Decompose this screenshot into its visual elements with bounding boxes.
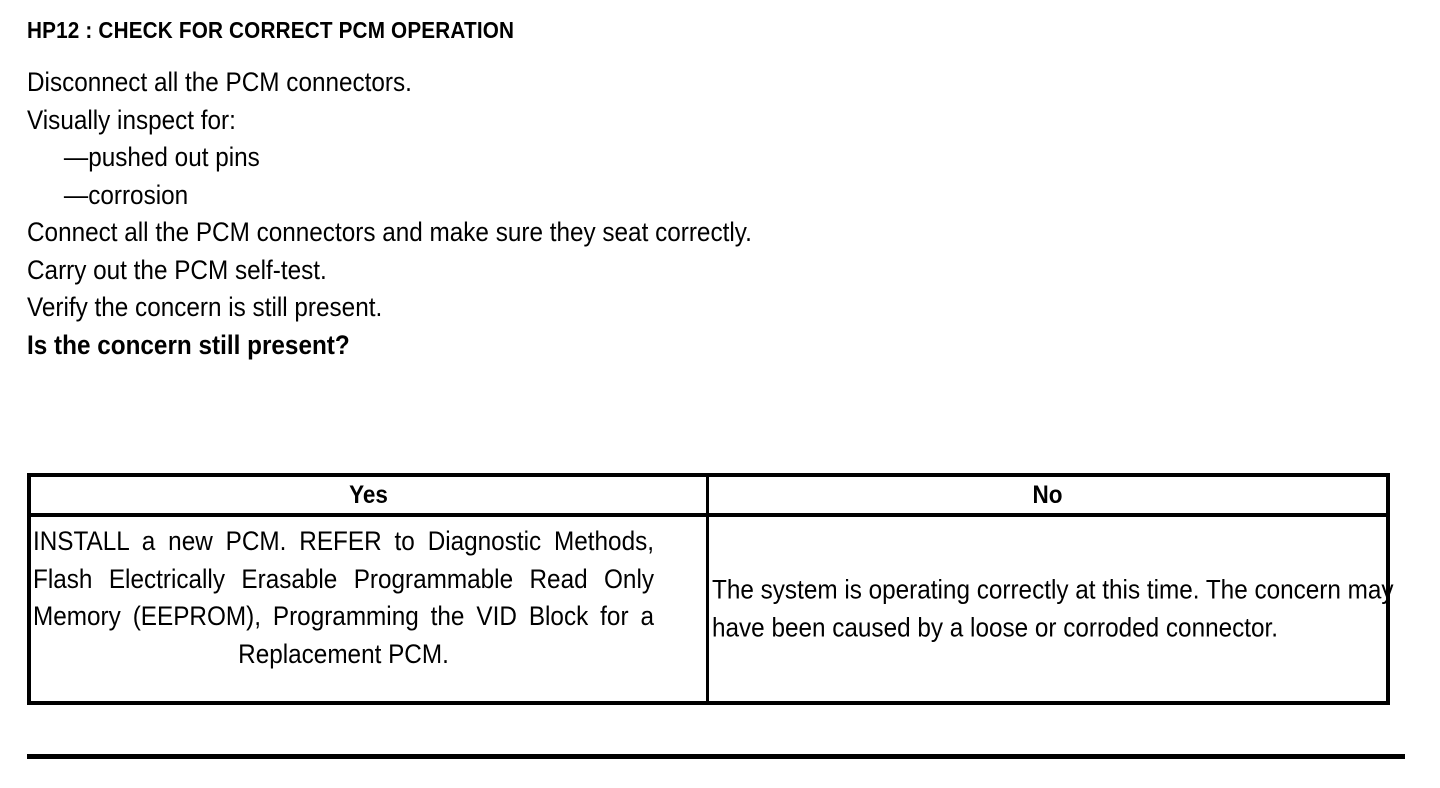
step-line: Connect all the PCM connectors and make … (27, 217, 752, 247)
table-cell-yes-action: INSTALL a new PCM. REFER to Diagnostic M… (31, 517, 709, 701)
procedure-steps: Disconnect all the PCM connectors. Visua… (27, 64, 1407, 364)
step-line: Carry out the PCM self-test. (27, 254, 327, 285)
no-action-text: The system is operating correctly at thi… (712, 574, 1394, 643)
step-line: Verify the concern is still present. (27, 292, 383, 322)
footer-divider (27, 754, 1405, 759)
table-header-row: Yes No (31, 477, 1386, 517)
step-bullet: —pushed out pins (63, 142, 260, 172)
step-bullet: —corrosion (63, 179, 189, 210)
page-title: HP12 : CHECK FOR CORRECT PCM OPERATION (27, 17, 515, 43)
column-header-label: No (1032, 481, 1063, 509)
decision-table: Yes No INSTALL a new PCM. REFER to Diagn… (27, 473, 1394, 705)
table-cell-no-action: The system is operating correctly at thi… (709, 517, 1394, 701)
table-header-cell-yes: Yes (31, 477, 709, 513)
step-line: Visually inspect for: (27, 104, 236, 135)
column-header-label: Yes (349, 481, 388, 509)
table-row: INSTALL a new PCM. REFER to Diagnostic M… (31, 517, 1394, 701)
table-header-cell-no: No (709, 477, 1386, 513)
yes-action-text: INSTALL a new PCM. REFER to Diagnostic M… (33, 526, 654, 669)
decision-question: Is the concern still present? (27, 329, 350, 360)
step-line: Disconnect all the PCM connectors. (27, 67, 412, 97)
